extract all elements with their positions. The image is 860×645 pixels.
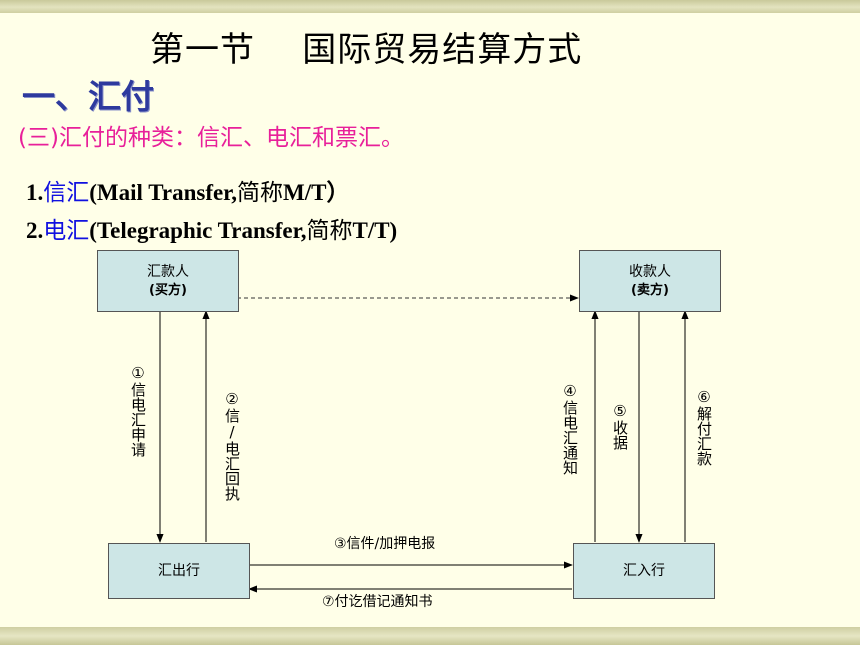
- item-english: (Telegraphic Transfer,: [89, 218, 307, 243]
- step-1-label: ①信电汇申请: [129, 364, 147, 457]
- top-decorative-band: [0, 0, 860, 13]
- step-3-label: ③信件/加押电报: [334, 536, 436, 552]
- step-2-label: ②信/电汇回执: [223, 390, 241, 501]
- paying-bank-label: 汇入行: [623, 562, 665, 579]
- item-abbr: M/T）: [283, 180, 350, 205]
- step-5-label: ⑤收据: [611, 402, 629, 450]
- step-4-label: ④信电汇通知: [561, 382, 579, 475]
- remitter-box: 汇款人 (买方): [97, 250, 239, 312]
- item-abbr-label: 简称: [306, 218, 353, 244]
- item-abbr-label: 简称: [237, 180, 284, 206]
- list-item-mail-transfer: 1.信汇(Mail Transfer,简称M/T）: [26, 173, 350, 207]
- item-term: 电汇: [43, 218, 90, 244]
- subsection-heading: (三)汇付的种类：信汇、电汇和票汇。: [18, 125, 404, 151]
- item-english: (Mail Transfer,: [89, 180, 238, 205]
- item-number: 1.: [26, 180, 44, 205]
- step-6-label: ⑥解付汇款: [695, 388, 713, 466]
- item-number: 2.: [26, 218, 44, 243]
- payee-box: 收款人 (卖方): [579, 250, 721, 312]
- remitting-bank-label: 汇出行: [158, 562, 200, 579]
- step-7-label: ⑦付讫借记通知书: [322, 594, 433, 610]
- remitter-role: (买方): [149, 282, 187, 298]
- item-abbr: T/T): [352, 218, 398, 243]
- page-title: 第一节 国际贸易结算方式: [150, 30, 583, 70]
- item-term: 信汇: [43, 180, 90, 206]
- section-heading: 一、汇付: [22, 77, 154, 116]
- payee-role: (卖方): [631, 282, 669, 298]
- bottom-decorative-band: [0, 627, 860, 645]
- paying-bank-box: 汇入行: [573, 543, 715, 599]
- remitting-bank-box: 汇出行: [108, 543, 250, 599]
- remitter-name: 汇款人: [147, 263, 189, 280]
- list-item-telegraphic-transfer: 2.电汇(Telegraphic Transfer,简称T/T): [26, 211, 397, 245]
- payee-name: 收款人: [629, 263, 671, 280]
